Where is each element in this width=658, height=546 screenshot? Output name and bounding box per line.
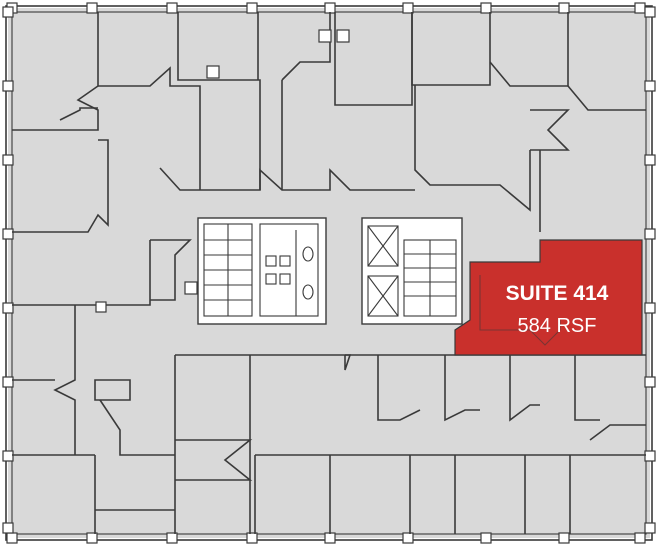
interior-walls-north bbox=[12, 12, 646, 233]
column bbox=[644, 154, 656, 166]
elevator-icon bbox=[367, 225, 399, 317]
column bbox=[246, 532, 258, 544]
column bbox=[644, 80, 656, 92]
column bbox=[644, 302, 656, 314]
column bbox=[402, 532, 414, 544]
column bbox=[480, 532, 492, 544]
column bbox=[634, 532, 646, 544]
column bbox=[166, 2, 178, 14]
stair-icon bbox=[203, 223, 253, 317]
column bbox=[558, 532, 570, 544]
column bbox=[2, 228, 14, 240]
column bbox=[2, 80, 14, 92]
column bbox=[86, 2, 98, 14]
column bbox=[644, 376, 656, 388]
column bbox=[2, 6, 14, 18]
suite-highlight bbox=[454, 239, 643, 356]
suite-414-area[interactable]: SUITE 414 584 RSF bbox=[454, 239, 643, 356]
column bbox=[2, 450, 14, 462]
suite-name: SUITE 414 bbox=[506, 282, 609, 305]
column bbox=[480, 2, 492, 14]
column bbox=[644, 6, 656, 18]
building-core bbox=[197, 217, 463, 325]
column bbox=[644, 522, 656, 534]
column bbox=[324, 532, 336, 544]
column bbox=[324, 2, 336, 14]
column bbox=[246, 2, 258, 14]
column bbox=[6, 532, 18, 544]
outlet-icon bbox=[95, 29, 350, 313]
suite-area: 584 RSF bbox=[518, 315, 597, 337]
stair-icon bbox=[403, 239, 457, 317]
column bbox=[2, 302, 14, 314]
column bbox=[2, 154, 14, 166]
column bbox=[86, 532, 98, 544]
column bbox=[2, 522, 14, 534]
column bbox=[558, 2, 570, 14]
column bbox=[644, 450, 656, 462]
column bbox=[2, 376, 14, 388]
column bbox=[402, 2, 414, 14]
column bbox=[644, 228, 656, 240]
column bbox=[634, 2, 646, 14]
restroom-fixture-icon bbox=[259, 223, 319, 317]
column bbox=[166, 532, 178, 544]
